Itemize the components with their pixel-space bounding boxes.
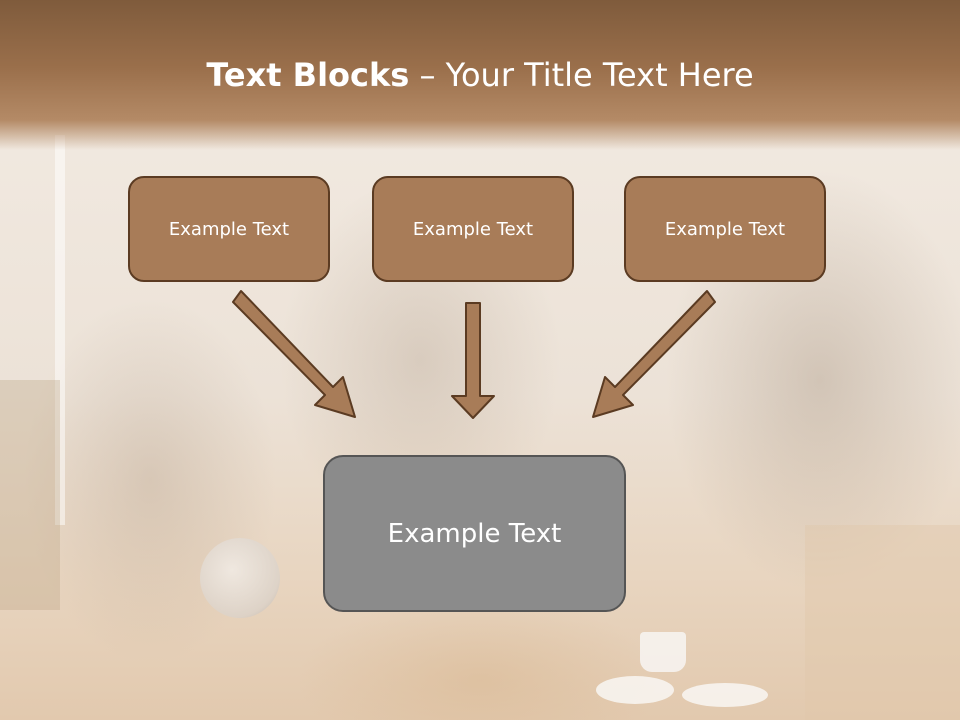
window-highlight [55,135,65,525]
text-block-left[interactable]: Example Text [128,176,330,282]
text-block-center-label: Example Text [412,218,534,240]
arrow-right [592,290,716,418]
text-block-right-label: Example Text [664,218,786,240]
plate [596,676,674,704]
title-band [0,0,960,150]
title-bold: Text Blocks [206,56,410,94]
soccer-ball [200,538,280,618]
title-dash: – [409,56,446,94]
arrow-center [451,302,495,419]
cardboard-box-right [805,525,960,720]
slide-title: Text Blocks – Your Title Text Here [0,55,960,95]
text-block-right[interactable]: Example Text [624,176,826,282]
title-rest: Your Title Text Here [445,56,754,94]
text-block-center[interactable]: Example Text [372,176,574,282]
text-block-left-label: Example Text [168,218,290,240]
arrow-left [232,290,356,418]
plate [682,683,768,707]
text-block-main-label: Example Text [387,518,562,549]
cup [640,632,686,672]
cardboard-box-left [0,380,60,610]
text-block-main[interactable]: Example Text [323,455,626,612]
